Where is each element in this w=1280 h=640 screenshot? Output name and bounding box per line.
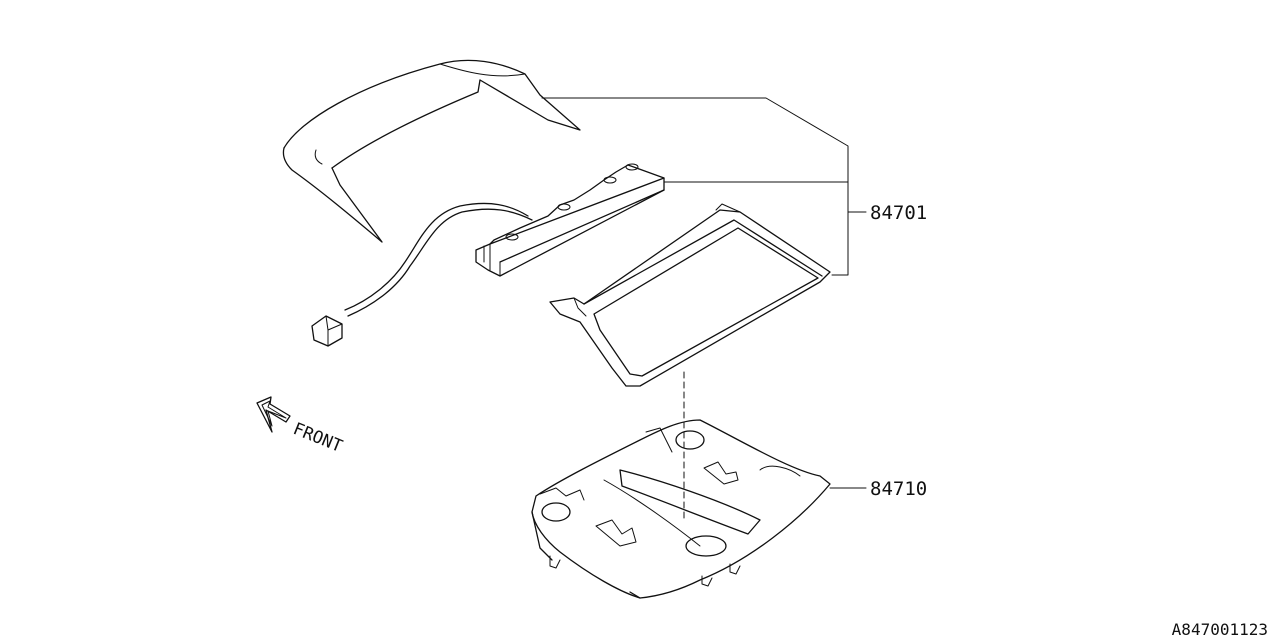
front-direction-indicator: FRONT [256,396,345,457]
front-label: FRONT [290,419,345,457]
part-number-label[interactable]: 84701 [870,202,927,224]
leader-lines [541,97,867,489]
front-arrow-icon [256,396,291,433]
lens-frame-drawing [549,203,831,387]
part-number-label[interactable]: 84710 [870,478,927,500]
lamp-unit-drawing [311,163,665,347]
diagram-reference-code: A847001123 [1172,620,1268,639]
spoiler-cover-drawing [282,59,581,243]
bracket-base-drawing [531,419,831,599]
